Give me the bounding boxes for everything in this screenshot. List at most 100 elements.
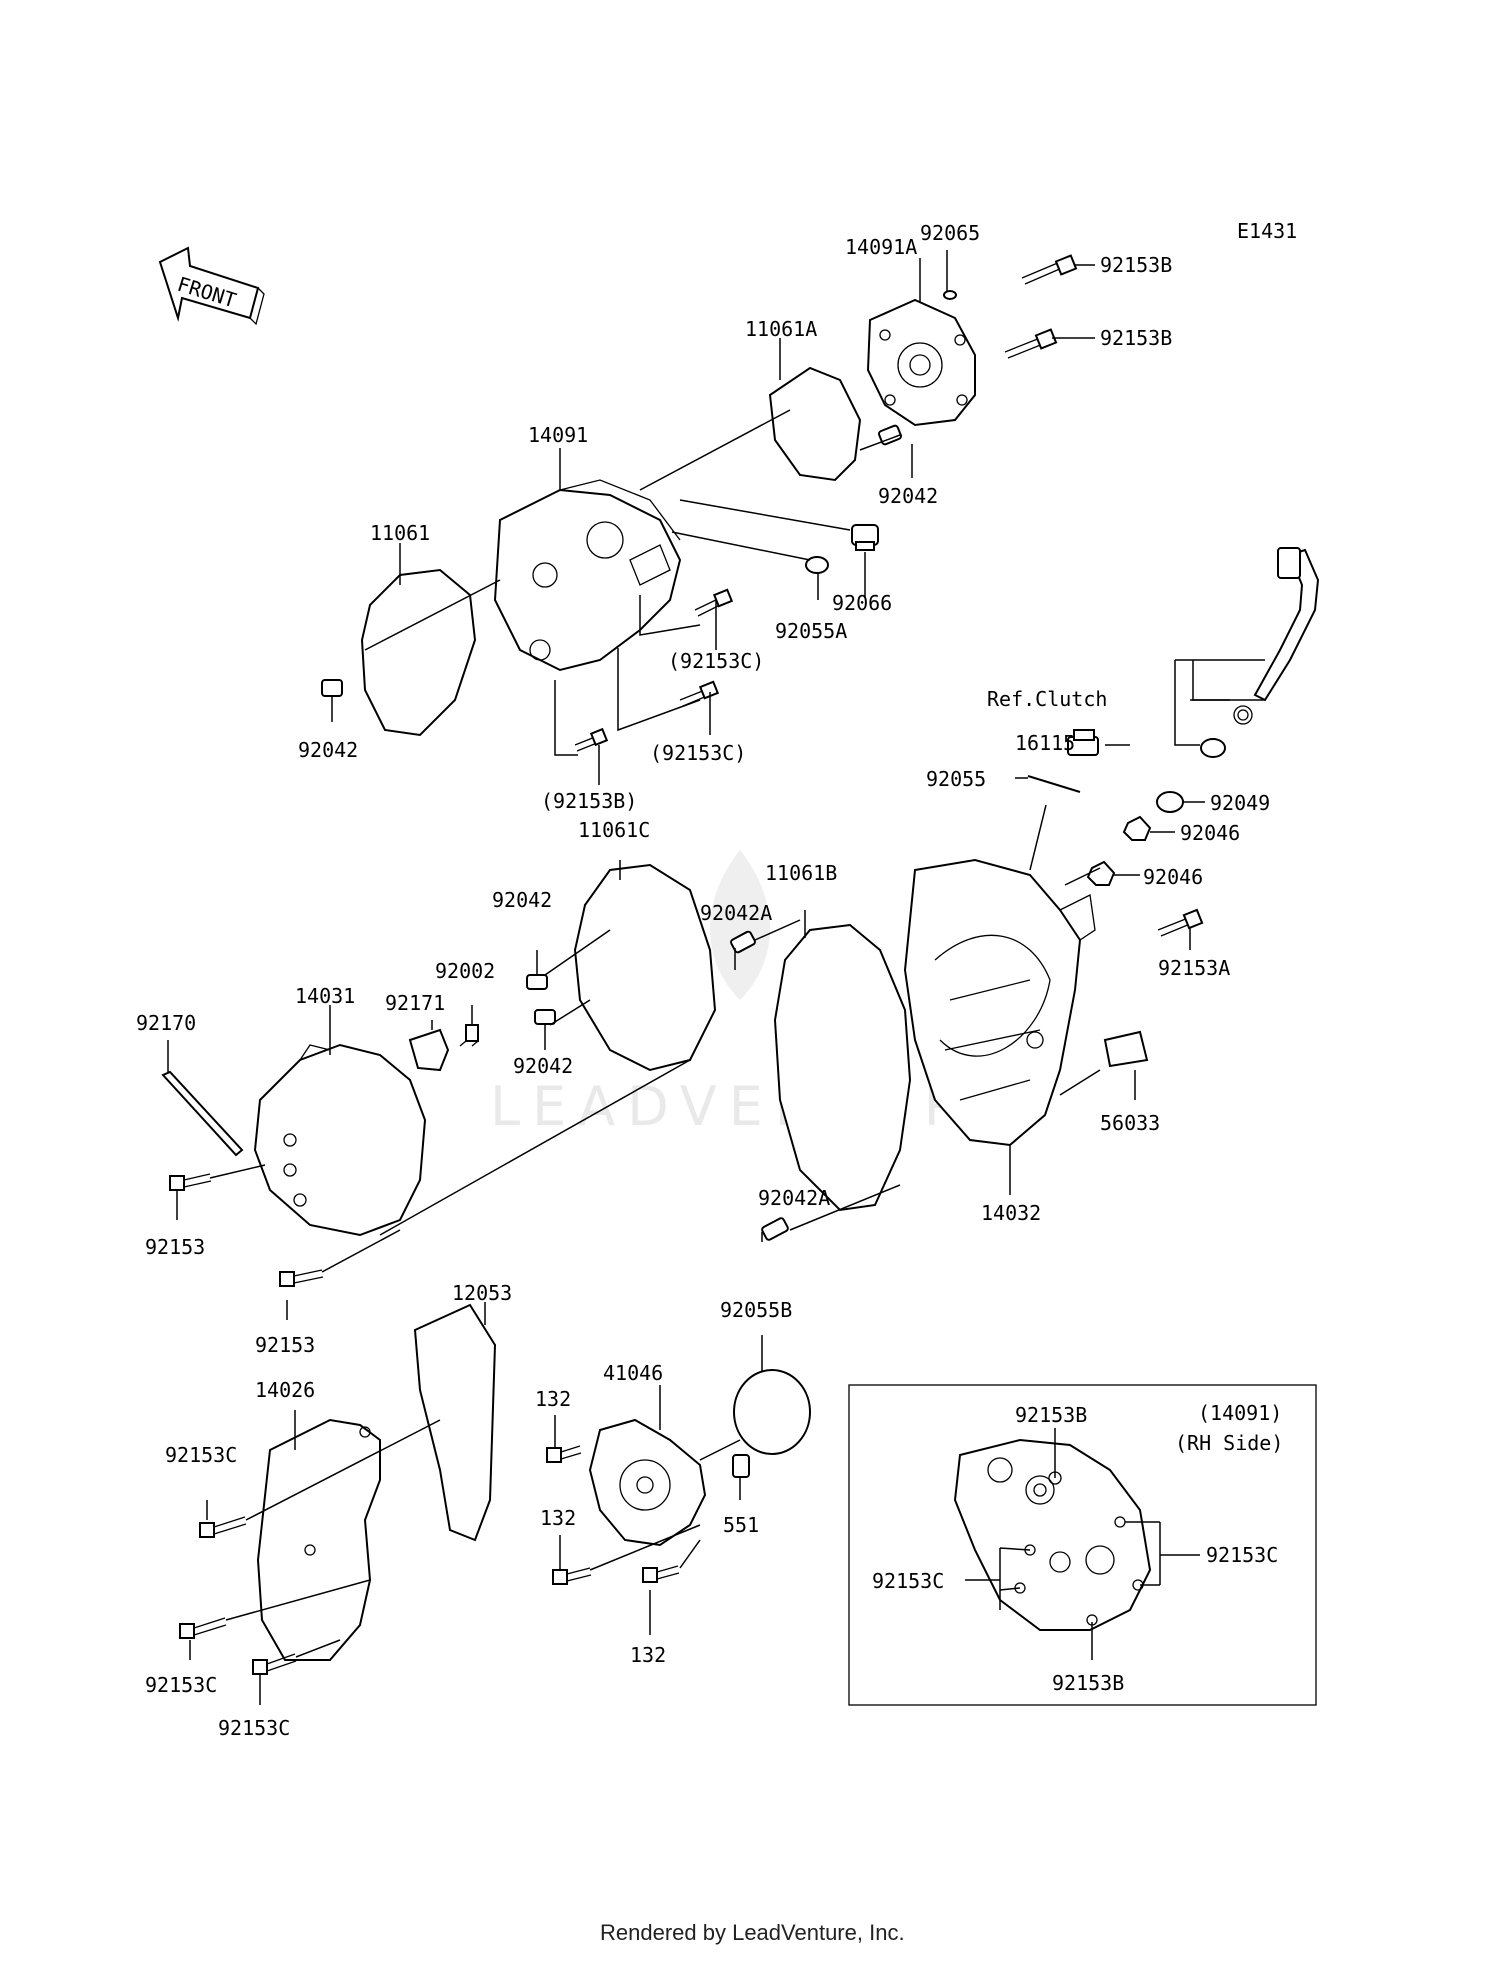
label-92153-1: 92153 (145, 1235, 205, 1259)
label-92153C-1: 92153C (165, 1443, 237, 1467)
part-clutch-washer (1200, 738, 1226, 758)
label-92042A-2: 92042A (758, 1186, 830, 1210)
part-14032-clutch-cover (903, 858, 1096, 1147)
part-92171-clamp (408, 1028, 450, 1072)
label-inset-92153B-top: 92153B (1015, 1403, 1087, 1427)
label-92042A-1: 92042A (700, 901, 772, 925)
label-14091: 14091 (528, 423, 588, 447)
label-92153-2: 92153 (255, 1333, 315, 1357)
label-inset-92153C-right: 92153C (1206, 1543, 1278, 1567)
part-92055B-oring (733, 1369, 811, 1455)
label-92171: 92171 (385, 991, 445, 1015)
label-92066: 92066 (832, 591, 892, 615)
label-132-3: 132 (630, 1643, 666, 1667)
inset-leader-lines (965, 1428, 1200, 1660)
part-92046-nut-1 (1122, 815, 1152, 841)
label-11061C: 11061C (578, 818, 650, 842)
footer-credit: Rendered by LeadVenture, Inc. (600, 1920, 905, 1945)
label-16115: 16115 (1015, 731, 1075, 755)
part-clutch-lever (1253, 547, 1320, 702)
label-92153B-c: (92153B) (541, 789, 637, 813)
label-92055: 92055 (926, 767, 986, 791)
label-92042-left: 92042 (298, 738, 358, 762)
part-14026-cover (256, 1418, 381, 1661)
label-92046-1: 92046 (1180, 821, 1240, 845)
part-92153C-bolt-2 (179, 1617, 227, 1639)
label-92153C-2: 92153C (145, 1673, 217, 1697)
part-92055-rod (1027, 775, 1081, 793)
part-92153B-bolt-c (574, 727, 609, 752)
inset-frame (848, 1384, 1317, 1706)
part-92042A-dowel-2 (761, 1217, 789, 1241)
part-labels: 14091A 92065 92153B 92153B 11061A 14091 … (136, 221, 1278, 1740)
part-132-bolt-1 (546, 1445, 582, 1463)
leader-lines (167, 250, 1265, 1705)
label-92153A: 92153A (1158, 956, 1230, 980)
part-132-bolt-2 (552, 1567, 592, 1585)
label-12053: 12053 (452, 1281, 512, 1305)
part-92046-nut-2 (1086, 860, 1116, 886)
label-inset-92153B-bot: 92153B (1052, 1671, 1124, 1695)
label-92049: 92049 (1210, 791, 1270, 815)
label-132-2: 132 (540, 1506, 576, 1530)
label-92153B-2: 92153B (1100, 326, 1172, 350)
label-551: 551 (723, 1513, 759, 1537)
part-92170-rod (161, 1070, 244, 1157)
part-92042-dowel-mid2 (534, 1009, 556, 1025)
watermark-logo (710, 850, 770, 1000)
label-14091A: 14091A (845, 235, 917, 259)
part-56033-label (1103, 1030, 1149, 1068)
part-92153B-bolt-1 (1021, 254, 1078, 285)
part-92049-seal (1156, 791, 1184, 813)
part-92153C-bolt-b (679, 680, 720, 707)
inset-subtitle: (RH Side) (1175, 1431, 1283, 1455)
label-92046-2: 92046 (1143, 865, 1203, 889)
label-92170: 92170 (136, 1011, 196, 1035)
part-14031-cover (253, 1043, 427, 1237)
part-92002-bolt (459, 1024, 479, 1047)
label-92153B-1: 92153B (1100, 253, 1172, 277)
part-11061C-gasket (573, 863, 717, 1072)
label-92055A: 92055A (775, 619, 847, 643)
part-92042-dowel-left (321, 679, 343, 697)
part-92153C-bolt-a (694, 588, 734, 617)
part-14091A-cover (866, 298, 976, 427)
part-92153-bolt-1 (169, 1173, 212, 1191)
inset-title: (14091) (1198, 1401, 1282, 1425)
part-16115-cap (1067, 729, 1099, 756)
part-92153-bolt-2 (279, 1269, 324, 1287)
label-92042-mid2: 92042 (513, 1054, 573, 1078)
label-92065: 92065 (920, 221, 980, 245)
front-arrow-icon: FRONT (158, 246, 265, 326)
part-11061B-gasket (773, 923, 912, 1212)
part-14091-cover (493, 479, 682, 672)
label-14026: 14026 (255, 1378, 315, 1402)
part-92153B-bolt-2 (1004, 328, 1058, 359)
part-92042-dowel-mid (526, 974, 548, 990)
inset-14091-cover (953, 1438, 1152, 1631)
part-92153A-bolt (1157, 908, 1204, 937)
label-92055B: 92055B (720, 1298, 792, 1322)
part-551-pin (732, 1454, 750, 1478)
label-14032: 14032 (981, 1201, 1041, 1225)
label-11061A: 11061A (745, 317, 817, 341)
label-92153C-b: (92153C) (650, 741, 746, 765)
label-92153C-a: (92153C) (668, 649, 764, 673)
label-11061: 11061 (370, 521, 430, 545)
part-92153C-bolt-1 (199, 1516, 247, 1538)
label-14031: 14031 (295, 984, 355, 1008)
label-92002: 92002 (435, 959, 495, 983)
label-11061B: 11061B (765, 861, 837, 885)
part-41046-pump-cover (588, 1418, 707, 1547)
part-92055A-oring (805, 556, 829, 574)
part-clutch-spring (1233, 705, 1253, 725)
label-92042-mid: 92042 (492, 888, 552, 912)
label-132-1: 132 (535, 1387, 571, 1411)
label-ref-clutch: Ref.Clutch (987, 687, 1107, 711)
part-92065-washer (943, 290, 957, 300)
part-92153C-bolt-3 (252, 1653, 297, 1675)
label-92042-top: 92042 (878, 484, 938, 508)
part-11061-gasket (360, 568, 477, 737)
part-11061A-gasket (768, 366, 862, 482)
